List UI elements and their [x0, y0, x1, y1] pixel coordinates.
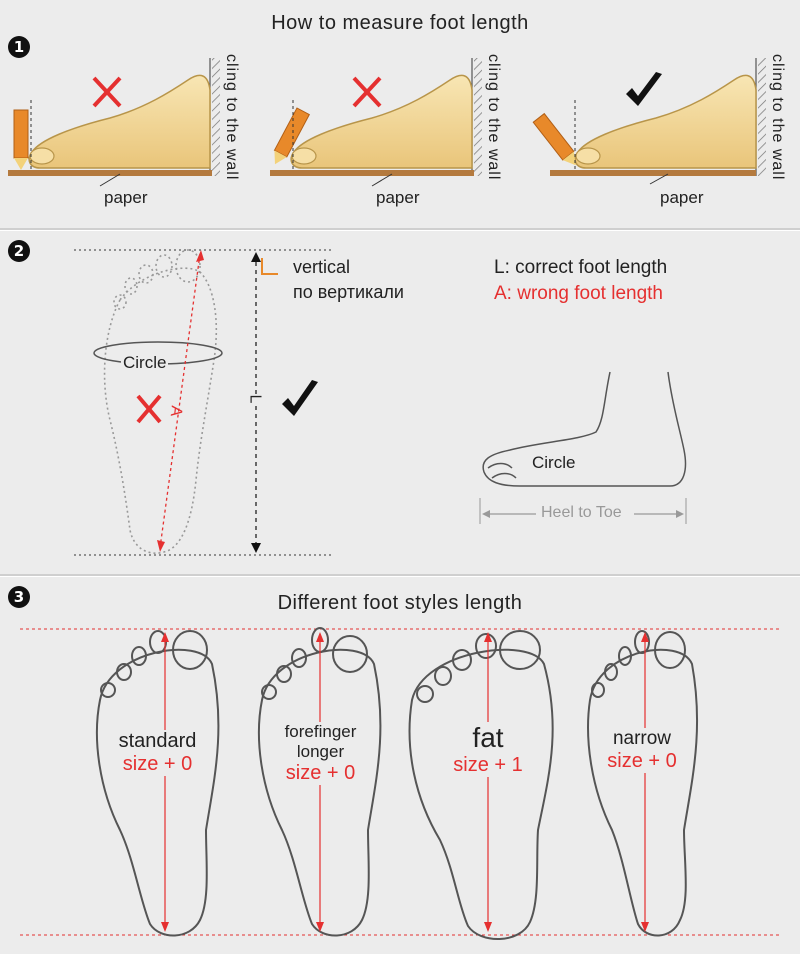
foot-standard [95, 630, 220, 937]
divider-2 [0, 574, 800, 576]
style-label-line2: longer [296, 742, 345, 762]
foot-shape [28, 74, 211, 169]
size-label: size + 0 [607, 750, 677, 773]
style-label: standard [118, 730, 197, 753]
foot-label-forefinger: forefinger longer size + 0 [258, 722, 383, 785]
length-arrow [641, 632, 649, 932]
cross-icon [352, 76, 382, 108]
foot-label-standard: standard size + 0 [95, 730, 220, 776]
style-label: narrow [612, 728, 672, 750]
cross-icon [92, 76, 122, 108]
foot-label-fat: fat size + 1 [418, 722, 558, 777]
style-label: fat [472, 722, 504, 754]
step-3-badge: 3 [8, 586, 30, 608]
panel-1 [8, 58, 220, 187]
foot-fat [408, 630, 554, 940]
pencil-icon [532, 112, 576, 166]
vertical-corner-icon [261, 258, 278, 275]
section3-title: Different foot styles length [277, 592, 523, 614]
legend-l: L: correct foot length [494, 257, 668, 278]
heel-to-toe-label: Heel to Toe [541, 504, 622, 521]
foot-label-narrow: narrow size + 0 [580, 728, 704, 773]
section1-title: How to measure foot length [271, 12, 529, 34]
dotted-foot-outline [103, 249, 218, 554]
paper-label-3: paper [660, 188, 704, 207]
length-arrow [484, 632, 492, 932]
panel-3 [532, 58, 766, 185]
size-label: size + 1 [453, 754, 523, 777]
wall-label-1: cling to the wall [223, 54, 240, 181]
paper-label-2: paper [376, 188, 420, 207]
foot-forefinger-longer [257, 627, 382, 937]
panel-2 [270, 58, 482, 187]
circle-label-side: Circle [532, 453, 576, 472]
style-label-line1: forefinger [284, 722, 357, 742]
check-icon [282, 380, 318, 416]
step-1-badge: 1 [8, 36, 30, 58]
wall-hatch [212, 58, 220, 176]
circle-label-top: Circle [121, 353, 169, 373]
step-2-badge: 2 [8, 240, 30, 262]
size-label: size + 0 [122, 753, 193, 776]
foot-narrow [587, 630, 699, 937]
wall-label-2: cling to the wall [485, 54, 502, 181]
side-foot-outline [482, 371, 687, 487]
cross-icon [136, 394, 162, 424]
pencil-icon [273, 107, 311, 165]
wall-label-3: cling to the wall [769, 54, 786, 181]
paper-label-1: paper [104, 188, 148, 207]
size-label: size + 0 [285, 762, 356, 785]
legend-a: A: wrong foot length [494, 283, 663, 304]
length-arrow [161, 632, 169, 932]
divider-1 [0, 228, 800, 230]
a-measure-line [159, 253, 201, 549]
paper-strip [8, 170, 212, 176]
vertical-label-en: vertical [293, 257, 351, 277]
check-icon [626, 72, 662, 106]
vertical-label-ru: по вертикали [293, 282, 404, 302]
